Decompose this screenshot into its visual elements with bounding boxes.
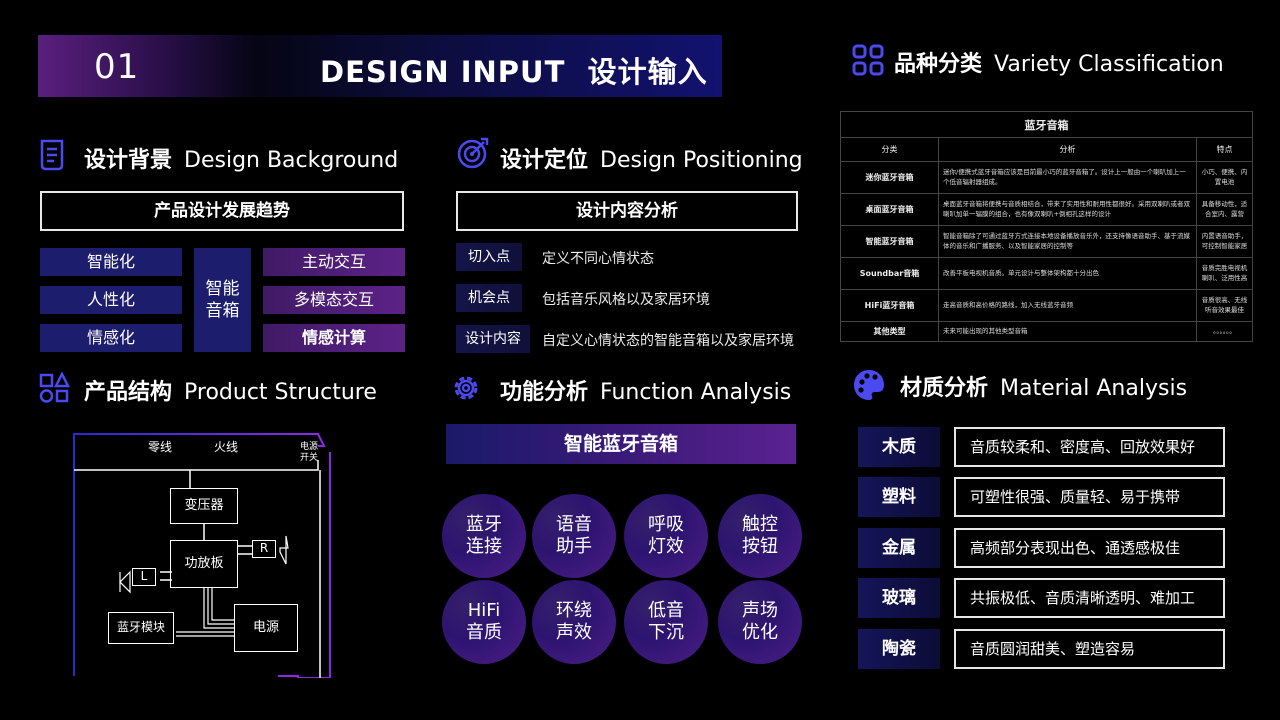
material-desc: 音质圆润甜美、塑造容易 [954, 629, 1225, 669]
position-tag: 设计内容 [456, 325, 530, 353]
feature-circle: 低音 下沉 [624, 580, 708, 664]
trend-item: 情感化 [40, 324, 182, 352]
feature-circle: 呼吸 灯效 [624, 494, 708, 578]
page-title: DESIGN INPUT 设计输入 [320, 55, 708, 89]
background-box-title: 产品设计发展趋势 [40, 191, 404, 231]
transformer-box: 变压器 [170, 488, 238, 524]
power-box: 电源 [234, 604, 298, 652]
switch-label: 电源 开关 [300, 442, 319, 463]
function-banner: 智能蓝牙音箱 [446, 424, 796, 464]
material-name: 木质 [858, 427, 940, 467]
table-row: 其他类型 未来可能出现的其他类型音箱 。。。。。。 [840, 320, 1253, 343]
trend-item: 多模态交互 [263, 286, 405, 314]
target-icon [456, 136, 490, 174]
position-text: 定义不同心情状态 [542, 251, 654, 267]
material-name: 陶瓷 [858, 629, 940, 669]
neutral-wire-label: 零线 [148, 440, 173, 454]
center-label: 智能 音箱 [194, 248, 251, 352]
grid-icon [852, 44, 884, 80]
material-name: 金属 [858, 528, 940, 568]
material-name: 塑料 [858, 477, 940, 517]
positioning-box-title: 设计内容分析 [456, 191, 798, 231]
table-row: 迷你蓝牙音箱 迷你/便携式蓝牙音箱应该是目前最小巧的蓝牙音箱了。设计上一般由一个… [840, 161, 1253, 194]
table-caption: 蓝牙音箱 [840, 111, 1253, 138]
material-desc: 可塑性很强、质量轻、易于携带 [954, 477, 1225, 517]
trend-item: 情感计算 [263, 324, 405, 352]
position-text: 包括音乐风格以及家居环境 [542, 292, 710, 308]
amp-board-box: 功放板 [170, 540, 238, 588]
table-row: 桌面蓝牙音箱 桌面蓝牙音箱将便携与音质相结合，带来了实用性和耐用性都很好。采用双… [840, 192, 1253, 226]
position-tag: 切入点 [456, 243, 522, 271]
structure-diagram: 零线 火线 电源 开关 变压器 功放板 R L 蓝牙模块 电源 [72, 432, 334, 678]
feature-circle: 环绕 声效 [532, 580, 616, 664]
section-number: 01 [94, 47, 140, 87]
palette-icon [852, 368, 886, 406]
bluetooth-module-box: 蓝牙模块 [108, 612, 174, 644]
variety-table: 蓝牙音箱 分类 分析 特点 迷你蓝牙音箱 迷你/便携式蓝牙音箱应该是目前最小巧的… [840, 111, 1253, 343]
header-banner: 01 DESIGN INPUT 设计输入 [38, 35, 722, 97]
table-row: 智能蓝牙音箱 智能音箱除了可通过蓝牙方式连接本地设备播放音乐外，还支持像语音助手… [840, 224, 1253, 258]
material-desc: 高频部分表现出色、通透感极佳 [954, 528, 1225, 568]
shapes-icon [38, 371, 71, 408]
trend-item: 人性化 [40, 286, 182, 314]
gear-icon [450, 372, 482, 408]
live-wire-label: 火线 [214, 440, 239, 454]
right-speaker-box: R [252, 540, 276, 558]
table-row: HiFi蓝牙音箱 走高音质和高价格的路线，加入无线蓝牙音频 音质很高、无线听音效… [840, 288, 1253, 322]
table-header: 分类 [840, 137, 939, 162]
table-row: Soundbar音箱 改善平板电视机音质。单元设计与整体架构都十分出色 音质完胜… [840, 256, 1253, 290]
left-speaker-box: L [132, 568, 156, 586]
position-tag: 机会点 [456, 284, 522, 312]
document-icon [38, 139, 66, 175]
trend-item: 主动交互 [263, 248, 405, 276]
position-text: 自定义心情状态的智能音箱以及家居环境 [542, 333, 794, 349]
feature-circle: 声场 优化 [718, 580, 802, 664]
feature-circle: 语音 助手 [532, 494, 616, 578]
feature-circle: HiFi 音质 [442, 580, 526, 664]
material-desc: 共振极低、音质清晰透明、难加工 [954, 578, 1225, 618]
material-name: 玻璃 [858, 578, 940, 618]
material-desc: 音质较柔和、密度高、回放效果好 [954, 427, 1225, 467]
feature-circle: 触控 按钮 [718, 494, 802, 578]
trend-item: 智能化 [40, 248, 182, 276]
table-header: 分析 [938, 137, 1197, 162]
table-header: 特点 [1196, 137, 1253, 162]
feature-circle: 蓝牙 连接 [442, 494, 526, 578]
